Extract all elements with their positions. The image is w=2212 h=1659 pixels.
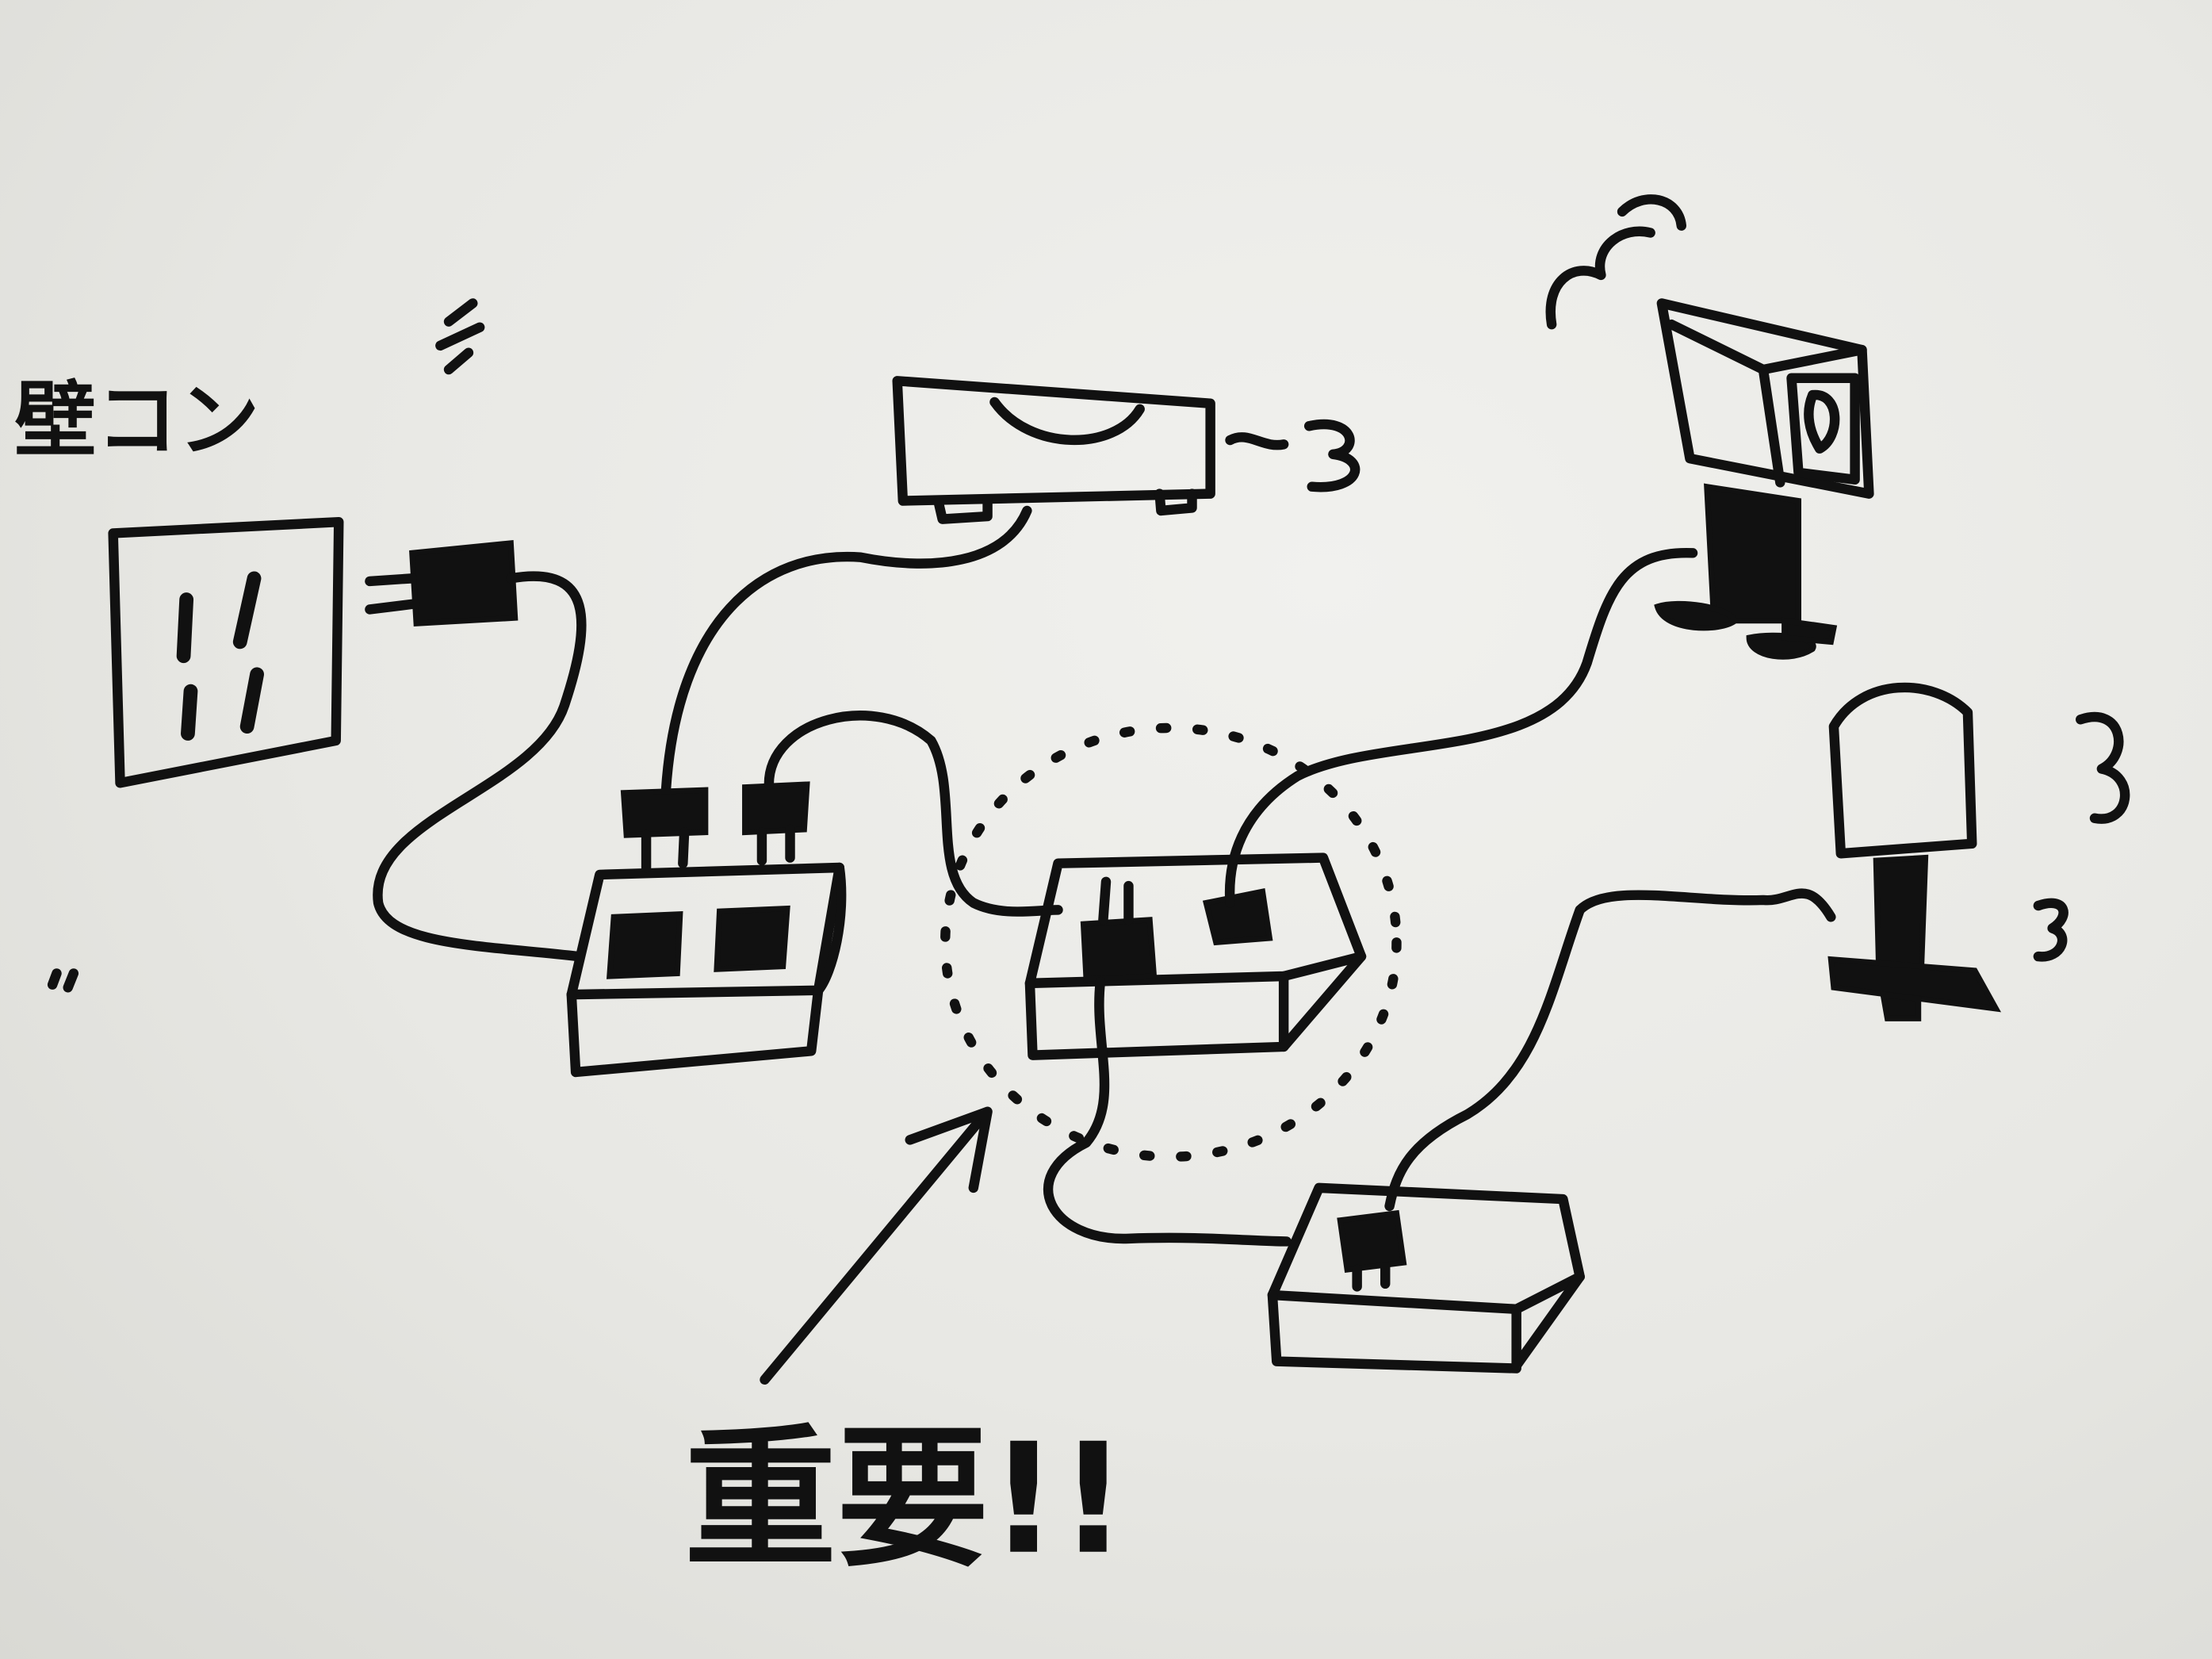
power-strip-2	[1024, 852, 1367, 1060]
daisy-chain-cord	[1043, 976, 1292, 1247]
speaker	[1545, 194, 1874, 660]
wall-plug	[365, 539, 519, 627]
power-strip-1	[566, 781, 847, 1078]
arrow-icon	[760, 1106, 993, 1385]
lamp	[1827, 682, 2130, 1021]
power-cord	[373, 571, 587, 962]
projector-cord	[660, 505, 1032, 795]
stray-marks	[47, 298, 485, 993]
important-label: 重要!!	[684, 1412, 1127, 1588]
power-strip-3	[1267, 1182, 1585, 1374]
lamp-cord	[1384, 888, 1836, 1212]
wall-outlet-label: 壁コン	[14, 374, 259, 469]
speaker-cord	[1224, 548, 1698, 908]
highlight-circle	[940, 722, 1402, 1162]
wall-outlet	[108, 516, 344, 788]
projector	[892, 376, 1360, 524]
extension-cord	[763, 711, 1063, 917]
